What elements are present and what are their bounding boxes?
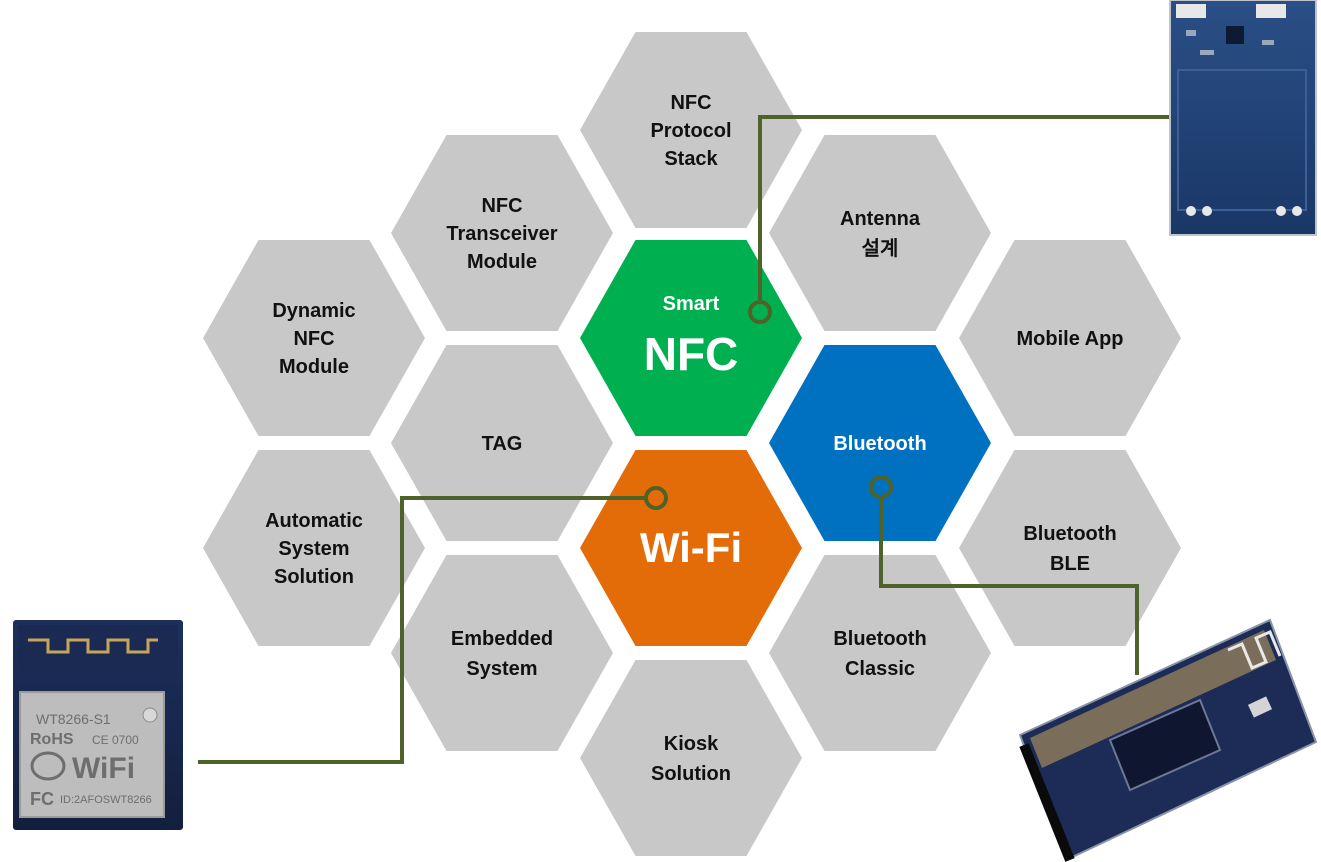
connector-right-image bbox=[1256, 4, 1286, 18]
hexagon-shape-bluetooth-classic bbox=[769, 555, 991, 751]
hexagon-label-smart-nfc-0: Smart bbox=[663, 293, 720, 315]
hexagon-label-bluetooth-0: Bluetooth bbox=[833, 433, 926, 455]
hexagon-shape-bluetooth bbox=[769, 345, 991, 541]
hexagon-shape-kiosk-solution bbox=[580, 660, 802, 856]
hexagon-shape-nfc-protocol-stack bbox=[580, 32, 802, 228]
wifi-connector-endpoint bbox=[644, 486, 668, 510]
hexagon-label-wifi-0: Wi-Fi bbox=[640, 524, 742, 571]
hexagon-antenna-design: Antenna 설계 bbox=[769, 135, 991, 331]
hexagon-shape-embedded-system bbox=[391, 555, 613, 751]
hexagon-label-nfc-transceiver-module-1: Transceiver bbox=[446, 223, 557, 245]
bluetooth-connector-endpoint bbox=[869, 475, 893, 499]
hexagon-label-antenna-design-1: 설계 bbox=[862, 237, 899, 260]
wifi-module-brand-text: WiFi bbox=[72, 752, 135, 785]
hexagon-shape-dynamic-nfc-module bbox=[203, 240, 425, 436]
hexagon-label-bluetooth-ble-1: BLE bbox=[1050, 553, 1090, 575]
hexagon-label-kiosk-solution-0: Kiosk bbox=[664, 733, 719, 755]
ic-chip-image bbox=[1226, 26, 1244, 44]
hexagon-shape-smart-nfc bbox=[580, 240, 802, 436]
hexagon-label-automatic-system-solution-0: Automatic bbox=[265, 510, 363, 532]
nfc-connector-line bbox=[758, 115, 1170, 300]
bluetooth-module-image bbox=[1018, 618, 1318, 862]
hexagon-bluetooth: Bluetooth bbox=[769, 345, 991, 541]
wifi-connector-line bbox=[198, 496, 645, 764]
hexagon-label-automatic-system-solution-1: System bbox=[278, 538, 349, 560]
hexagon-label-smart-nfc-1: NFC bbox=[644, 328, 739, 380]
hexagon-label-dynamic-nfc-module-1: NFC bbox=[293, 328, 334, 350]
hexagon-grid: NFCProtocolStackNFCTransceiverModuleAnte… bbox=[203, 32, 1181, 856]
hexagon-label-nfc-transceiver-module-2: Module bbox=[467, 251, 537, 273]
hexagon-label-nfc-transceiver-module-0: NFC bbox=[481, 195, 522, 217]
hexagon-label-embedded-system-1: System bbox=[466, 658, 537, 680]
hexagon-label-dynamic-nfc-module-0: Dynamic bbox=[272, 300, 355, 322]
bluetooth-ic-chip-image bbox=[1108, 698, 1222, 792]
hexagon-mobile-app: Mobile App bbox=[959, 240, 1181, 436]
hexagon-shape-tag bbox=[391, 345, 613, 541]
connector-lines bbox=[198, 115, 1170, 764]
hexagon-wifi: Wi-Fi bbox=[580, 450, 802, 646]
connector-left-image bbox=[1176, 4, 1206, 18]
wifi-module-e-logo bbox=[30, 751, 66, 781]
hexagon-label-nfc-protocol-stack-2: Stack bbox=[664, 148, 718, 170]
hexagon-label-antenna-design-0: Antenna bbox=[840, 208, 921, 230]
hexagon-label-automatic-system-solution-2: Solution bbox=[274, 566, 354, 588]
wifi-module-image: WT8266-S1 RoHS CE 0700 WiFi FC ID:2AFOSW… bbox=[13, 620, 183, 830]
bluetooth-antenna-image bbox=[1227, 630, 1282, 670]
wifi-module-ce-text: CE 0700 bbox=[92, 733, 139, 747]
hexagon-label-nfc-protocol-stack-1: Protocol bbox=[650, 120, 731, 142]
hexagon-label-tag-0: TAG bbox=[482, 433, 523, 455]
hexagon-label-dynamic-nfc-module-2: Module bbox=[279, 356, 349, 378]
hexagon-shape-antenna-design bbox=[769, 135, 991, 331]
wifi-module-fcc-id-text: ID:2AFOSWT8266 bbox=[60, 794, 152, 806]
wifi-module-fc-logo: FC bbox=[30, 789, 54, 809]
hexagon-label-bluetooth-classic-1: Classic bbox=[845, 658, 915, 680]
hexagon-label-bluetooth-ble-0: Bluetooth bbox=[1023, 523, 1116, 545]
hexagon-label-bluetooth-classic-0: Bluetooth bbox=[833, 628, 926, 650]
nfc-reader-board-image bbox=[1169, 0, 1317, 236]
hexagon-label-nfc-protocol-stack-0: NFC bbox=[670, 92, 711, 114]
wifi-module-rohs-text: RoHS bbox=[30, 731, 74, 748]
hexagon-label-embedded-system-0: Embedded bbox=[451, 628, 553, 650]
bluetooth-connector-line bbox=[879, 498, 1139, 675]
hexagon-label-kiosk-solution-1: Solution bbox=[651, 763, 731, 785]
hexagon-shape-automatic-system-solution bbox=[203, 450, 425, 646]
wifi-module-chip-text: WT8266-S1 bbox=[36, 711, 111, 727]
hexagon-tag: TAG bbox=[391, 345, 613, 541]
hexagon-shape-mobile-app bbox=[959, 240, 1181, 436]
hexagon-shape-bluetooth-ble bbox=[959, 450, 1181, 646]
hexagon-shape-nfc-transceiver-module bbox=[391, 135, 613, 331]
hexagon-label-mobile-app-0: Mobile App bbox=[1016, 328, 1123, 350]
nfc-connector-endpoint bbox=[748, 300, 772, 324]
